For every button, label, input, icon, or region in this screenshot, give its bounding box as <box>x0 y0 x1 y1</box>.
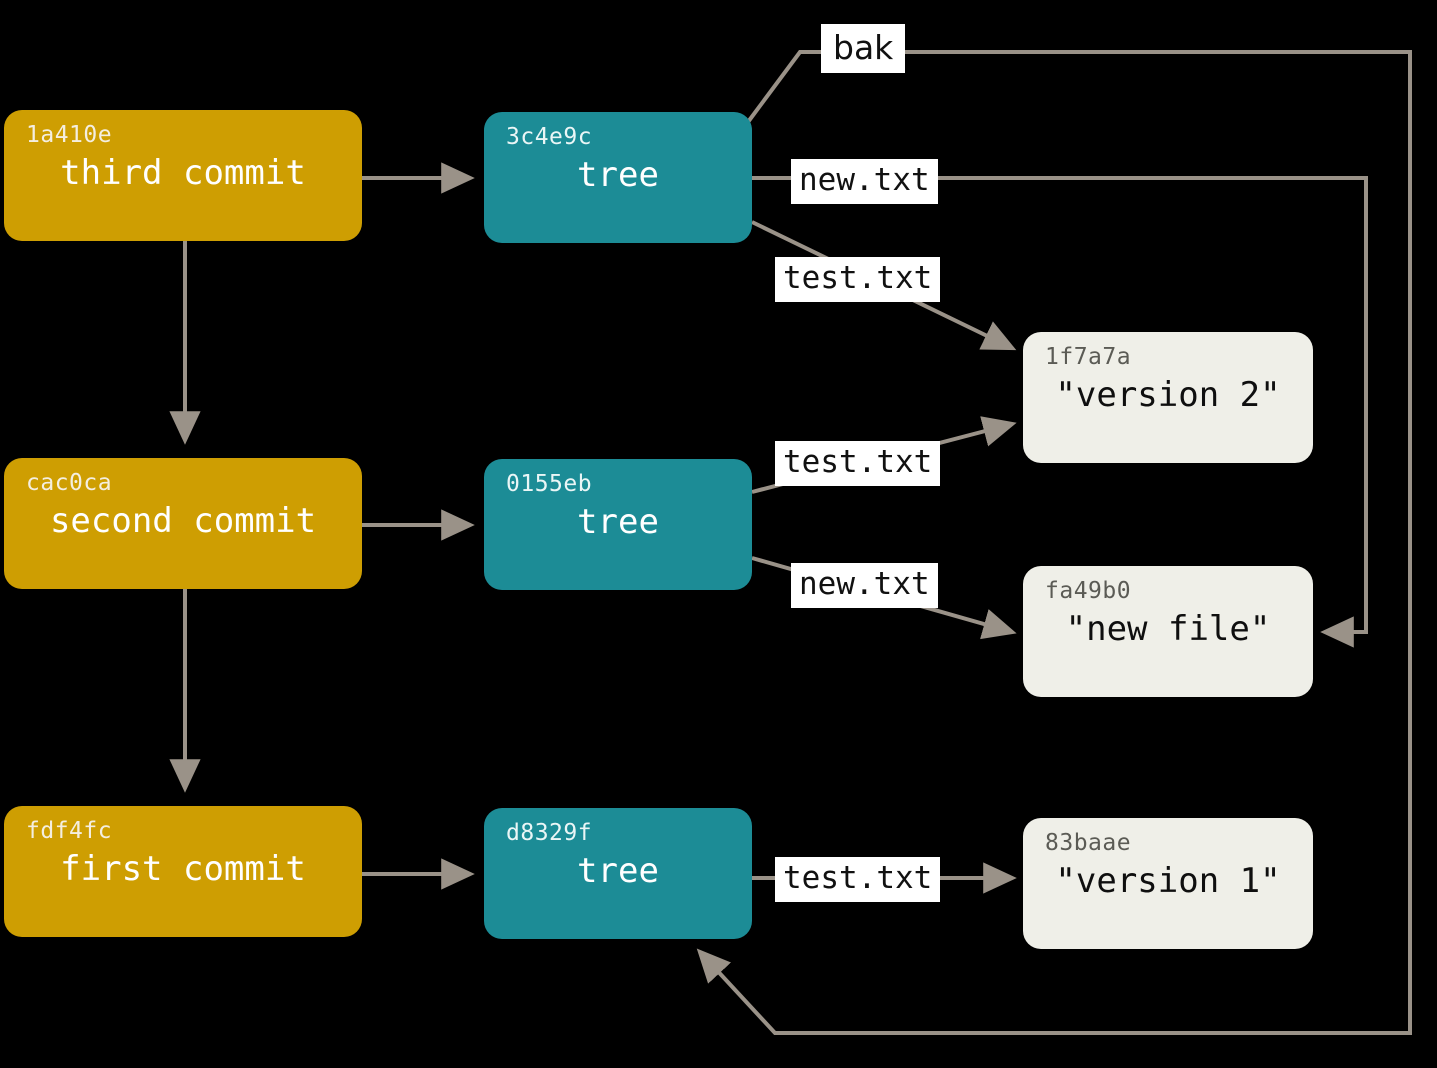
blob-node-fa49b0[interactable]: fa49b0 "new file" <box>1023 566 1313 697</box>
blob-node-1f7a7a[interactable]: 1f7a7a "version 2" <box>1023 332 1313 463</box>
tree-label: tree <box>577 155 659 195</box>
commit-hash: fdf4fc <box>26 818 113 844</box>
commit-hash: cac0ca <box>26 470 113 496</box>
commit-hash: 1a410e <box>26 122 113 148</box>
commit-label: first commit <box>60 849 306 889</box>
tree-node-d8329f[interactable]: d8329f tree <box>484 808 752 939</box>
tree-hash: 3c4e9c <box>506 124 593 150</box>
tree-node-3c4e9c[interactable]: 3c4e9c tree <box>484 112 752 243</box>
commit-node-cac0ca[interactable]: cac0ca second commit <box>4 458 362 589</box>
blob-hash: 1f7a7a <box>1045 344 1132 370</box>
edge-bak-route <box>696 50 1412 1035</box>
commit-node-1a410e[interactable]: 1a410e third commit <box>4 110 362 241</box>
tree-label: tree <box>577 502 659 542</box>
edge-third-newtxt-route <box>752 176 1368 648</box>
edge-label-third-new-txt: new.txt <box>791 159 938 204</box>
blob-label: "version 1" <box>1055 861 1281 901</box>
tree-node-0155eb[interactable]: 0155eb tree <box>484 459 752 590</box>
blob-hash: 83baae <box>1045 830 1132 856</box>
edge-label-bak: bak <box>821 24 906 73</box>
commit-label: second commit <box>49 501 317 541</box>
commit-node-fdf4fc[interactable]: fdf4fc first commit <box>4 806 362 937</box>
tree-hash: d8329f <box>506 820 593 846</box>
blob-node-83baae[interactable]: 83baae "version 1" <box>1023 818 1313 949</box>
blob-label: "new file" <box>1065 609 1271 649</box>
edge-label-second-test-txt: test.txt <box>775 441 941 486</box>
blob-hash: fa49b0 <box>1045 578 1132 604</box>
commit-label: third commit <box>60 153 306 193</box>
edge-label-third-test-txt: test.txt <box>775 257 941 302</box>
tree-hash: 0155eb <box>506 471 593 497</box>
tree-label: tree <box>577 851 659 891</box>
edge-label-first-test-txt: test.txt <box>775 857 941 902</box>
blob-label: "version 2" <box>1055 375 1281 415</box>
edge-label-second-new-txt: new.txt <box>791 563 938 608</box>
